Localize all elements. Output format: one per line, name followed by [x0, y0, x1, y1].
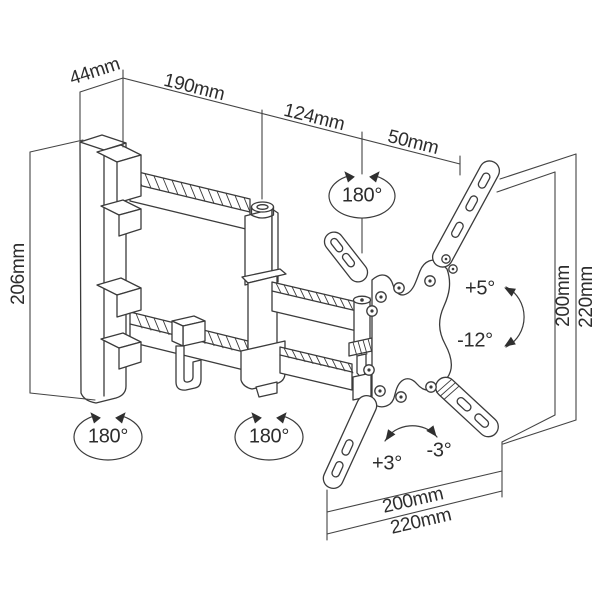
arrow-icon	[502, 283, 516, 297]
tilt-arc	[505, 286, 525, 348]
arrow-icon	[426, 425, 441, 440]
forearm-upper-hatching	[275, 282, 354, 311]
vesa-arm-lower-right	[435, 376, 499, 438]
vesa-arm-upper-left	[323, 231, 369, 283]
vesa-plate	[371, 259, 452, 408]
angle-label-level-ccw: -3°	[426, 439, 452, 462]
arrow-icon	[247, 409, 262, 424]
vesa-screw-holes	[363, 254, 458, 403]
forearm-lower-hatching	[283, 347, 354, 374]
arrow-icon	[115, 409, 130, 424]
dim-label-plate-height: 220mm	[576, 266, 597, 328]
angle-label-elbow-swivel: 180°	[248, 425, 290, 448]
upper-wall-hinge	[96, 144, 142, 237]
angle-label-tilt-up: +5°	[465, 277, 495, 300]
swivel-arc-plate	[328, 175, 396, 219]
swivel-arc-elbow	[234, 415, 304, 461]
elbow-bolt-icon	[250, 201, 275, 213]
dim-label-vesa-height: 200mm	[553, 265, 574, 327]
arrow-icon	[501, 336, 516, 351]
elbow-column	[240, 201, 287, 398]
dimension-lines	[29, 69, 577, 541]
arrow-icon	[369, 168, 384, 183]
lower-wall-hinge	[96, 277, 142, 370]
swivel-arc-wall	[73, 415, 143, 461]
angle-label-tilt-down: -12°	[457, 329, 493, 352]
tilt-block-hatching	[352, 338, 373, 357]
cable-clip	[171, 315, 206, 391]
angle-label-wall-swivel: 180°	[87, 425, 129, 448]
arrow-icon	[340, 168, 355, 183]
angle-label-level-cw: +3°	[372, 452, 402, 475]
vesa-arm-upper-right	[431, 160, 501, 268]
vesa-arm-lower-left	[322, 394, 378, 490]
dim-label-wall-height: 206mm	[8, 243, 29, 305]
angle-label-plate-swivel: 180°	[341, 184, 383, 207]
tilt-bracket	[348, 295, 373, 401]
forearm-upper	[271, 281, 358, 332]
forearm-lower	[279, 346, 354, 391]
arrow-icon	[86, 409, 101, 424]
arrow-icon	[276, 409, 291, 424]
upper-arm	[129, 169, 251, 231]
